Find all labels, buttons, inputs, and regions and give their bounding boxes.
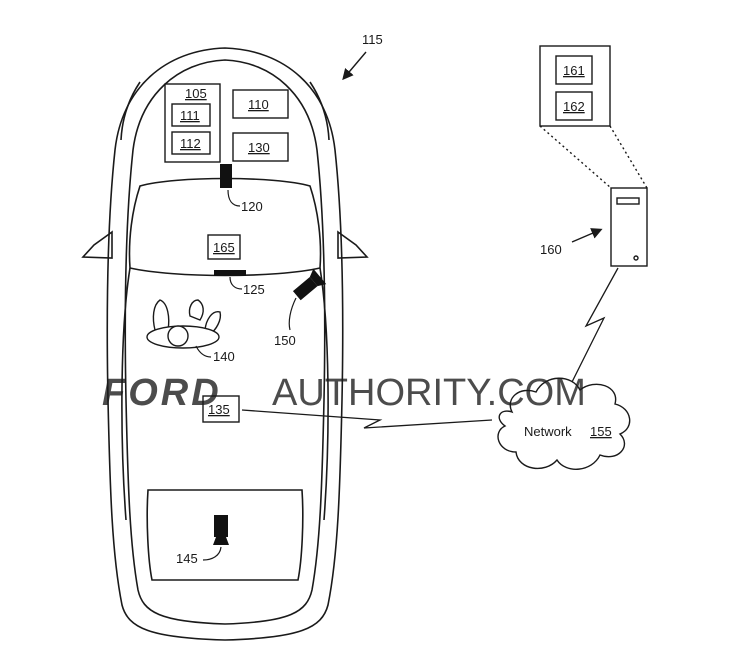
label-140: 140	[213, 349, 235, 364]
server-led	[633, 255, 639, 261]
label-115: 115	[362, 32, 383, 47]
occupant-140-icon	[146, 299, 222, 349]
network-label: Network	[524, 424, 572, 439]
zoom-line-left	[539, 125, 612, 189]
leader-145	[202, 546, 222, 561]
rear-compartment	[146, 489, 304, 581]
vehicle	[81, 47, 369, 641]
block-112-box	[171, 131, 211, 155]
right-side-line	[319, 267, 329, 521]
label-105: 105	[185, 86, 207, 101]
label-110: 110	[248, 97, 269, 112]
block-130-box	[232, 132, 289, 162]
label-165: 165	[213, 240, 235, 255]
block-162-box	[555, 91, 593, 121]
sensor-125-icon	[214, 270, 246, 276]
leader-125	[229, 276, 243, 290]
label-120: 120	[241, 199, 263, 214]
label-161: 161	[563, 63, 585, 78]
left-headlight	[120, 81, 141, 141]
camera-150-icon	[292, 268, 327, 301]
block-110-box	[232, 89, 289, 119]
label-111: 111	[180, 108, 200, 123]
windshield	[128, 177, 322, 277]
module-group-box	[164, 83, 221, 163]
vehicle-outer-body	[106, 47, 344, 641]
server-160	[539, 45, 648, 267]
leader-120	[227, 189, 241, 207]
server-expanded-box	[539, 45, 611, 127]
left-side-line	[121, 267, 131, 521]
server-drive-slot	[616, 197, 640, 205]
block-135-box	[202, 395, 240, 423]
network-number: 155	[590, 424, 612, 439]
vehicle-inner-body	[124, 59, 326, 625]
label-112: 112	[180, 136, 201, 151]
network-cloud	[497, 377, 631, 470]
block-161-box	[555, 55, 593, 85]
camera-145-icon	[213, 515, 229, 545]
label-145: 145	[176, 551, 198, 566]
label-130: 130	[248, 140, 270, 155]
label-150: 150	[274, 333, 296, 348]
label-160: 160	[540, 242, 562, 257]
leader-150	[288, 297, 297, 331]
wireless-link-server	[571, 267, 619, 383]
module-group-105	[164, 83, 289, 163]
label-162: 162	[563, 99, 585, 114]
zoom-line-right	[609, 125, 648, 189]
left-mirror	[81, 230, 113, 259]
label-135: 135	[208, 402, 230, 417]
label-125: 125	[243, 282, 265, 297]
right-headlight	[309, 81, 330, 141]
right-mirror	[337, 230, 369, 259]
block-165-box	[207, 234, 241, 260]
watermark-ford: FORD	[102, 372, 222, 414]
watermark: FORD AUTHORITY.COM	[102, 372, 586, 414]
block-111-box	[171, 103, 211, 127]
camera-120-icon	[220, 164, 232, 188]
arrow-160	[571, 228, 603, 243]
leader-140	[195, 345, 212, 358]
watermark-authority: AUTHORITY.COM	[272, 372, 586, 414]
wireless-link-vehicle	[241, 409, 493, 429]
arrow-115	[342, 51, 367, 81]
